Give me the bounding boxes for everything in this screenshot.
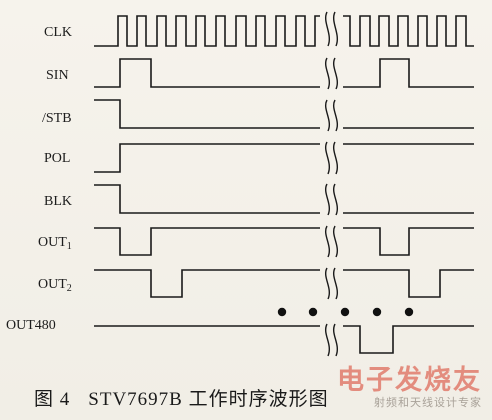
break-mark-blk	[325, 183, 338, 216]
signal-label-out1-sub: 1	[67, 241, 72, 252]
break-mark-out2	[325, 267, 338, 300]
break-mark-sin	[325, 57, 338, 90]
waveform-out480	[94, 325, 474, 354]
waveform-out2	[94, 269, 474, 298]
signal-label-clk: CLK	[44, 25, 72, 40]
ellipsis-dot	[404, 307, 414, 317]
figure-title: STV7697B 工作时序波形图	[88, 389, 329, 410]
timing-diagram: CLK SIN /STB POL BLK OUT1 OUT2 OUT480	[6, 11, 474, 357]
signal-label-out2: OUT2	[38, 277, 72, 294]
break-mark-out1	[325, 225, 338, 258]
signal-label-pol: POL	[44, 151, 70, 166]
ellipsis-dot	[372, 307, 382, 317]
signal-label-stb: /STB	[42, 111, 72, 126]
break-mark-pol	[325, 141, 338, 175]
ellipsis-dot	[308, 307, 318, 317]
waveform-out1	[94, 227, 474, 256]
signal-label-out1: OUT1	[38, 235, 72, 252]
signal-label-sin: SIN	[46, 68, 69, 83]
signal-label-out2-sub: 2	[67, 283, 72, 294]
waveform-stb	[94, 99, 474, 129]
figure-number: 图 4	[34, 389, 71, 410]
waveform-pol	[94, 143, 474, 173]
ellipsis-dots	[277, 307, 414, 317]
break-mark-stb	[325, 99, 338, 132]
figure-caption: 图 4 STV7697B 工作时序波形图	[34, 384, 329, 411]
waveform-blk	[94, 184, 474, 214]
signal-label-blk: BLK	[44, 194, 72, 209]
break-marks	[325, 11, 338, 357]
ellipsis-dot	[277, 307, 287, 317]
signal-label-out480: OUT480	[6, 318, 56, 333]
watermark-sub: 射频和天线设计专家	[374, 396, 482, 409]
ellipsis-dot	[340, 307, 350, 317]
waveform-clk	[94, 15, 474, 47]
break-mark-out480	[325, 323, 338, 357]
waveform-sin	[94, 58, 474, 88]
break-mark-clk	[325, 11, 338, 47]
